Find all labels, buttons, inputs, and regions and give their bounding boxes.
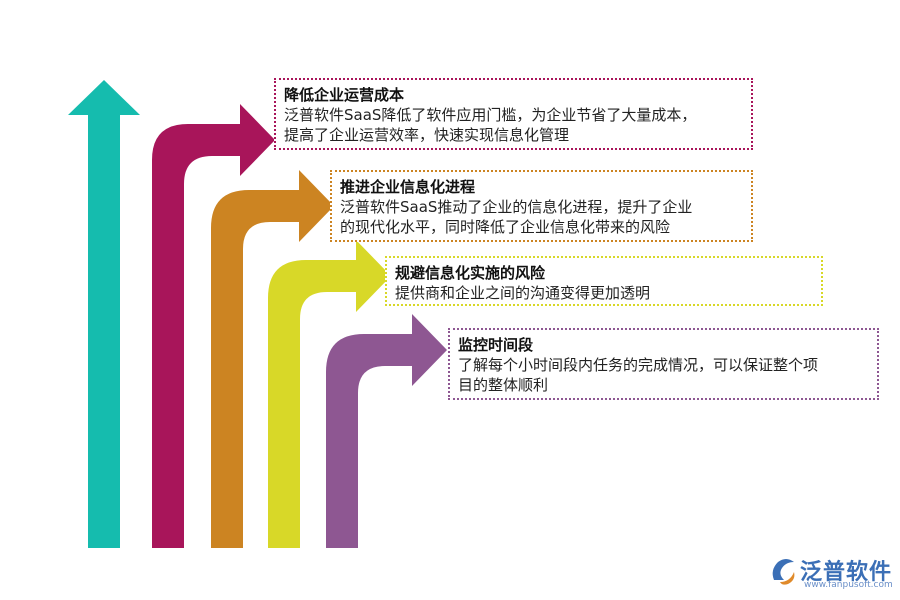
- info-box-2: 推进企业信息化进程 泛普软件SaaS推动了企业的信息化进程，提升了企业 的现代化…: [330, 170, 753, 242]
- arrow-orange: [211, 170, 334, 548]
- fanpu-logo-icon: [772, 559, 795, 585]
- info-title-3: 规避信息化实施的风险: [395, 264, 546, 282]
- info-desc-1-line-2: 提高了企业运营效率，快速实现信息化管理: [284, 126, 570, 144]
- info-desc-4-line-1: 了解每个小时间段内任务的完成情况，可以保证整个项: [458, 356, 819, 374]
- info-desc-3-line-1: 提供商和企业之间的沟通变得更加透明: [395, 284, 651, 302]
- arrow-lime: [268, 240, 391, 548]
- logo-site: www.fanpusoft.com: [804, 580, 893, 590]
- arrow-teal: [68, 80, 140, 548]
- info-box-1: 降低企业运营成本 泛普软件SaaS降低了软件应用门槛，为企业节省了大量成本， 提…: [274, 78, 753, 150]
- info-title-1: 降低企业运营成本: [284, 86, 405, 104]
- info-box-3: 规避信息化实施的风险 提供商和企业之间的沟通变得更加透明: [385, 256, 823, 306]
- info-desc-4-line-2: 目的整体顺利: [458, 376, 549, 394]
- info-title-2: 推进企业信息化进程: [340, 178, 476, 196]
- info-desc-1-line-1: 泛普软件SaaS降低了软件应用门槛，为企业节省了大量成本，: [284, 106, 697, 124]
- info-title-4: 监控时间段: [458, 336, 534, 354]
- logo-brand: 泛普软件: [800, 560, 893, 585]
- arrow-purple: [326, 314, 447, 548]
- info-desc-2-line-1: 泛普软件SaaS推动了企业的信息化进程，提升了企业: [340, 198, 693, 216]
- arrow-magenta: [152, 104, 275, 548]
- info-desc-2-line-2: 的现代化水平，同时降低了企业信息化带来的风险: [340, 218, 671, 236]
- info-box-4: 监控时间段 了解每个小时间段内任务的完成情况，可以保证整个项 目的整体顺利: [448, 328, 879, 400]
- fanpu-logo: 泛普软件 www.fanpusoft.com: [768, 554, 898, 594]
